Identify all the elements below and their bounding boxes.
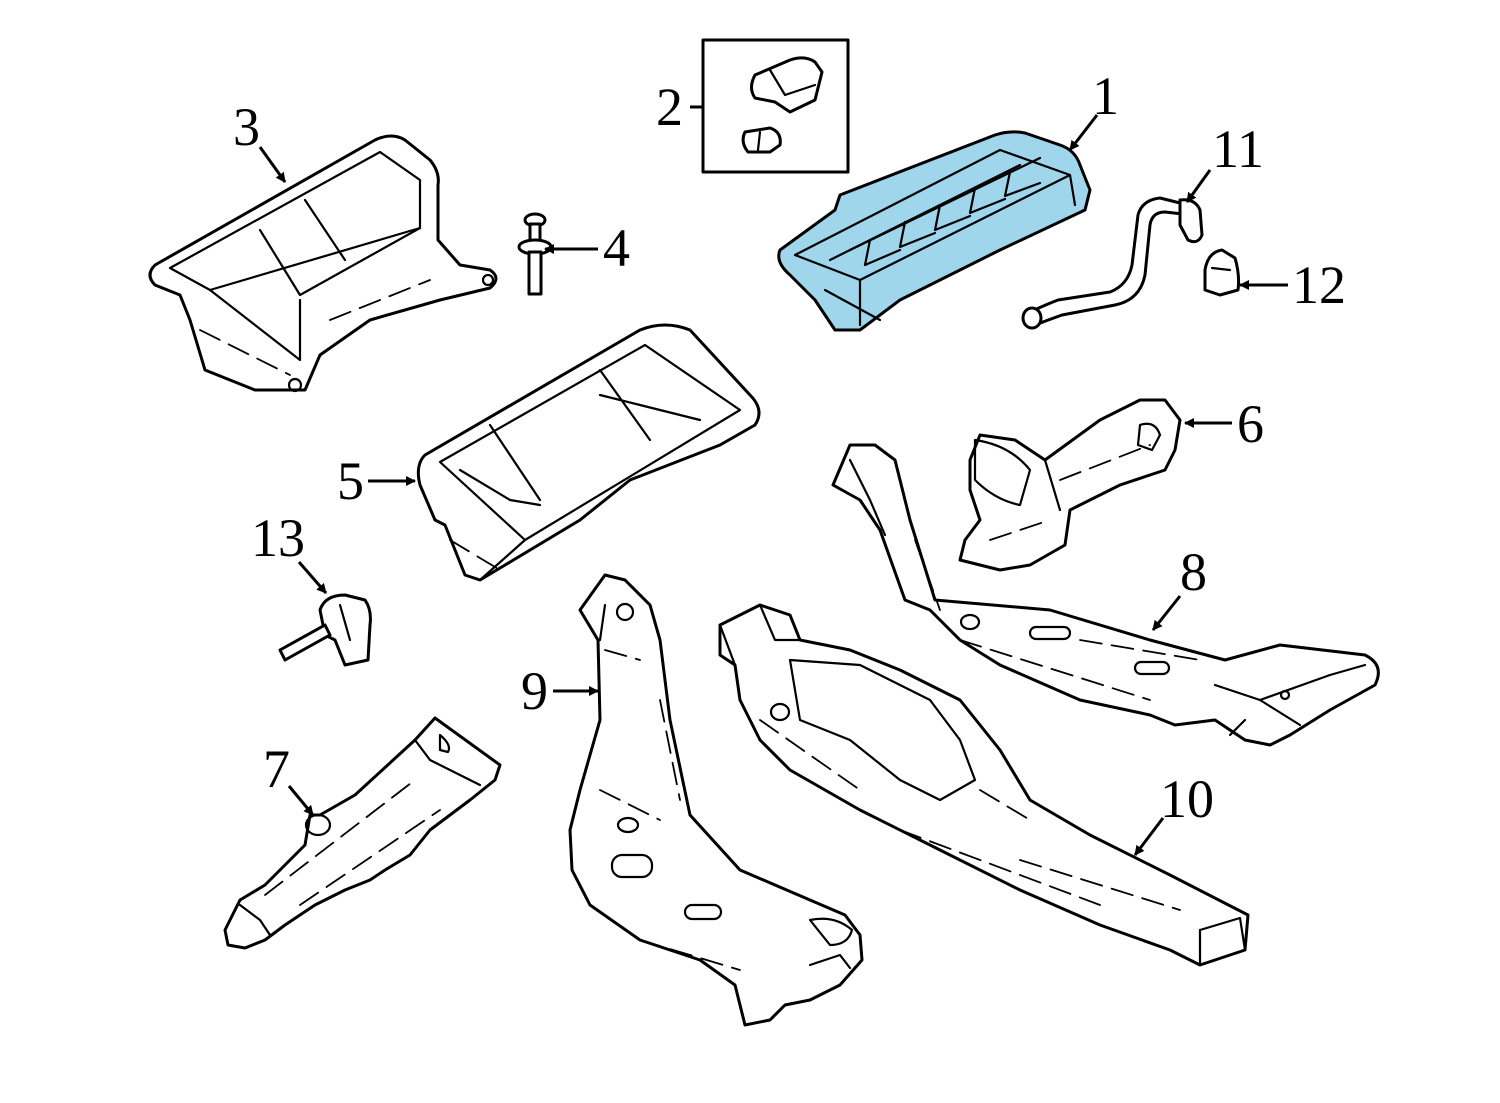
- part-6-duct-bracket[interactable]: [958, 398, 1182, 572]
- part-9-duct[interactable]: [568, 573, 864, 1027]
- part-1-air-duct-highlighted[interactable]: [777, 130, 1092, 332]
- callout-5: 5: [337, 451, 364, 511]
- callout-1: 1: [1092, 66, 1119, 126]
- part-5-duct-housing[interactable]: [416, 323, 761, 582]
- callout-13: 13: [251, 508, 305, 568]
- callout-12: 12: [1292, 255, 1346, 315]
- part-2-clip-kit[interactable]: [701, 38, 850, 174]
- callout-9: 9: [521, 661, 548, 721]
- callout-labels: 1 2 3 4 5 6 7 8 9 10 11 12 13: [233, 66, 1346, 829]
- callout-8: 8: [1180, 542, 1207, 602]
- callout-4: 4: [603, 218, 630, 278]
- callout-3: 3: [233, 97, 260, 157]
- part-7-duct[interactable]: [223, 716, 502, 950]
- part-13-pin-sensor[interactable]: [278, 593, 372, 667]
- part-10-duct[interactable]: [718, 603, 1250, 967]
- part-8-duct[interactable]: [831, 443, 1380, 747]
- leader-lines: [258, 105, 1288, 856]
- part-3-duct-housing[interactable]: [148, 134, 498, 393]
- callout-10: 10: [1160, 769, 1214, 829]
- callout-7: 7: [263, 739, 290, 799]
- part-11-hose[interactable]: [1021, 196, 1204, 330]
- callout-11: 11: [1212, 119, 1264, 179]
- part-4-bolt[interactable]: [517, 212, 553, 296]
- part-12-clip[interactable]: [1203, 248, 1241, 297]
- callout-2: 2: [656, 77, 683, 137]
- callout-6: 6: [1237, 394, 1264, 454]
